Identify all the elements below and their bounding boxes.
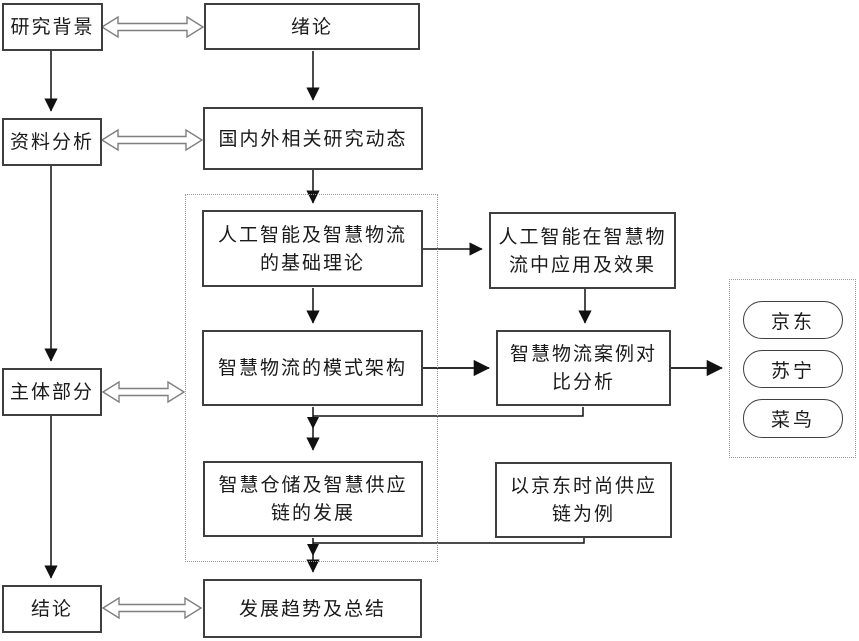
node-label: 智慧物流的模式架构 (217, 357, 407, 379)
node-introduction: 绪论 (204, 3, 420, 50)
node-label: 发展趋势及总结 (238, 597, 386, 620)
node-label: 绪论 (290, 15, 333, 38)
node-research-trends: 国内外相关研究动态 (203, 107, 423, 170)
node-label-line2: 比分析 (551, 371, 615, 393)
node-label-line1: 智慧物流案例对 (509, 343, 657, 365)
node-label-line1: 以京东时尚供应 (509, 475, 657, 497)
node-data-analysis: 资料分析 (2, 118, 102, 166)
node-label: 结论 (30, 598, 73, 620)
double-arrow-conclusion-summary (101, 596, 203, 620)
company-cases-dotted-frame (729, 279, 856, 458)
node-warehouse-supply-chain: 智慧仓储及智慧供应 链的发展 (203, 461, 423, 537)
node-label-line2: 流中应用及效果 (508, 253, 656, 276)
node-label: 主体部分 (9, 381, 94, 403)
double-arrow-background-intro (100, 15, 205, 39)
node-label-line1: 人工智能在智慧物 (498, 225, 667, 248)
node-label-line1: 人工智能及智慧物流 (217, 223, 407, 246)
node-basic-theory: 人工智能及智慧物流 的基础理论 (202, 210, 423, 287)
node-jd-fashion-case: 以京东时尚供应 链为例 (495, 462, 672, 538)
node-research-background: 研究背景 (2, 3, 103, 51)
node-label: 资料分析 (9, 131, 94, 153)
node-main-body: 主体部分 (2, 368, 102, 416)
node-label: 研究背景 (10, 16, 95, 38)
arrow-merge-to-summary (306, 538, 585, 573)
node-conclusion: 结论 (2, 585, 102, 633)
node-ai-application: 人工智能在智慧物 流中应用及效果 (489, 212, 676, 289)
node-label: 国内外相关研究动态 (218, 127, 408, 150)
case-oval-cainiao: 菜鸟 (743, 399, 843, 438)
node-model-structure: 智慧物流的模式架构 (202, 330, 423, 406)
node-case-comparison: 智慧物流案例对 比分析 (496, 330, 671, 406)
case-oval-suning: 苏宁 (743, 350, 843, 388)
case-label: 京东 (770, 310, 815, 333)
node-trends-summary: 发展趋势及总结 (203, 579, 422, 638)
case-oval-jd: 京东 (743, 301, 843, 339)
double-arrow-analysis-trends (100, 128, 204, 152)
node-label-line2: 链为例 (551, 503, 615, 525)
case-label: 菜鸟 (770, 409, 815, 431)
double-arrow-mainbody-chapters (101, 380, 186, 404)
arrow-merge-to-warehouse (306, 407, 584, 451)
case-label: 苏宁 (770, 359, 815, 382)
node-label-line2: 的基础理论 (259, 251, 365, 274)
node-label-line1: 智慧仓储及智慧供应 (218, 474, 408, 496)
chapters-dotted-frame (185, 194, 438, 562)
node-label-line2: 链的发展 (270, 502, 355, 524)
